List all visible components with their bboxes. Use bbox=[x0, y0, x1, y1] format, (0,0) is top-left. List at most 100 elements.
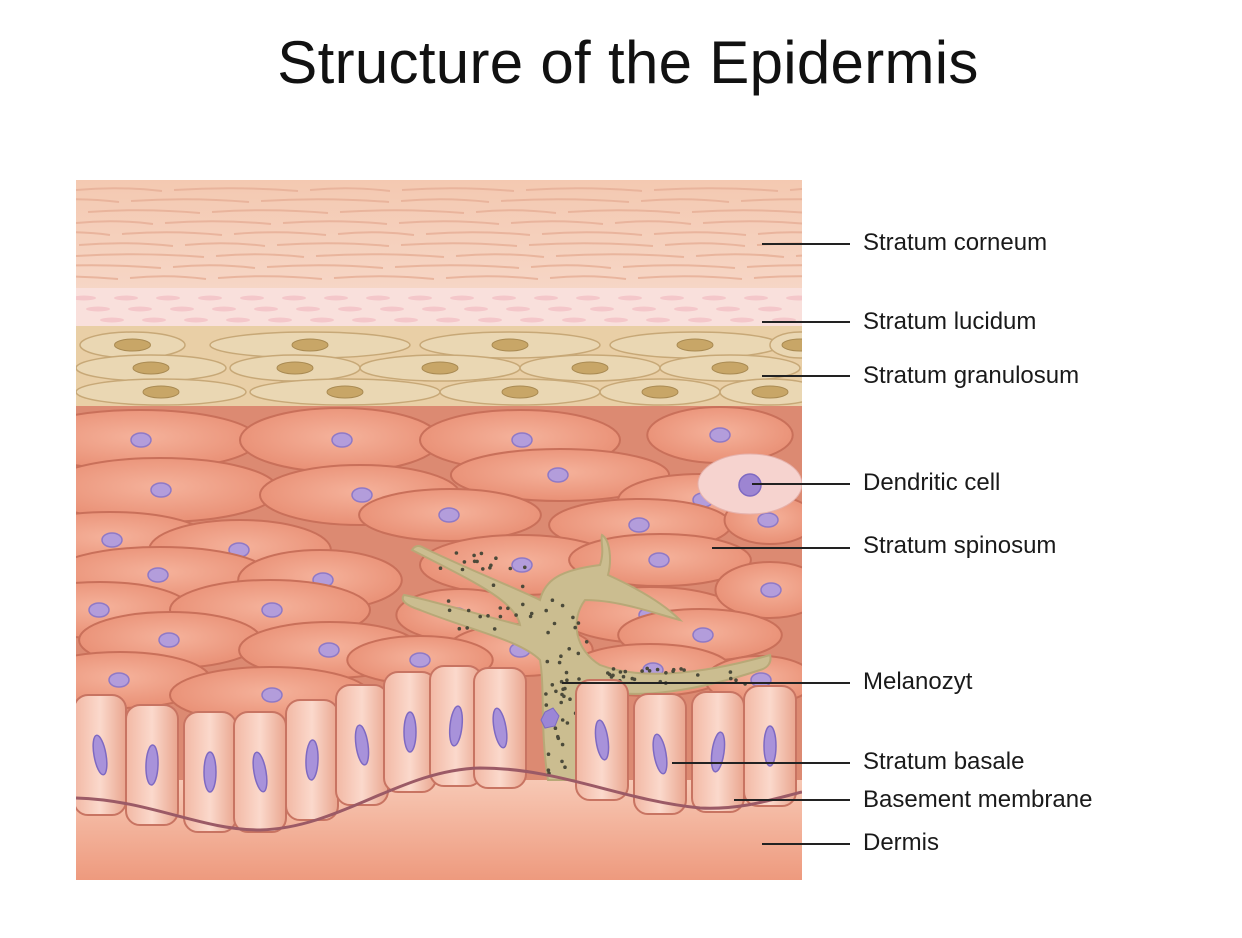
basale-cell bbox=[743, 685, 797, 807]
melanin-granule bbox=[521, 602, 525, 607]
lucidum-mark bbox=[282, 295, 306, 301]
granulosum-cell bbox=[209, 331, 411, 359]
melanin-granule bbox=[568, 697, 572, 701]
corneum-flake bbox=[76, 187, 163, 192]
melanin-granule bbox=[577, 677, 581, 681]
lucidum-mark bbox=[716, 306, 740, 312]
lucidum-mark bbox=[464, 306, 488, 312]
basale-cell bbox=[183, 711, 237, 833]
melanin-granule bbox=[564, 670, 569, 675]
corneum-flake bbox=[740, 198, 802, 202]
melanin-granule bbox=[655, 667, 660, 672]
melanin-granule bbox=[546, 768, 551, 772]
melanin-granule bbox=[671, 667, 676, 672]
corneum-flake bbox=[445, 275, 539, 280]
lucidum-mark bbox=[492, 295, 516, 301]
granulosum-cell bbox=[719, 378, 802, 406]
melanin-granule bbox=[462, 560, 467, 564]
corneum-flake bbox=[398, 220, 500, 225]
melanin-granule bbox=[479, 551, 484, 556]
melanin-granule bbox=[545, 659, 550, 664]
melanin-granule bbox=[573, 625, 577, 630]
granulosum-cell bbox=[249, 378, 441, 406]
lucidum-mark bbox=[114, 295, 138, 301]
granulosum-cell bbox=[76, 378, 247, 406]
corneum-flake bbox=[664, 242, 746, 247]
label-stratum-corneum: Stratum corneum bbox=[863, 229, 1048, 256]
lucidum-mark bbox=[786, 295, 802, 301]
granulosum-cell bbox=[359, 354, 521, 382]
lucidum-mark bbox=[702, 295, 726, 301]
lucidum-mark bbox=[296, 306, 320, 312]
melanin-granule bbox=[492, 627, 497, 631]
lucidum-mark bbox=[100, 317, 124, 323]
stratum-basale-cells bbox=[76, 665, 797, 833]
lucidum-mark bbox=[86, 306, 110, 312]
granulosum-cell bbox=[419, 331, 601, 359]
lucidum-mark bbox=[548, 306, 572, 312]
corneum-flake bbox=[637, 275, 743, 280]
label-stratum-lucidum: Stratum lucidum bbox=[863, 308, 1037, 335]
lucidum-mark bbox=[632, 306, 656, 312]
corneum-flake bbox=[276, 242, 390, 247]
corneum-flake bbox=[76, 211, 77, 213]
melanin-granule bbox=[621, 674, 626, 679]
corneum-flake bbox=[309, 187, 391, 192]
melanin-granule bbox=[561, 687, 565, 691]
corneum-flake bbox=[394, 264, 520, 269]
melanin-granule bbox=[481, 567, 485, 571]
basale-cell bbox=[633, 693, 687, 815]
granulosum-cell bbox=[609, 331, 781, 359]
melanin-granule bbox=[640, 669, 644, 673]
granulosum-cell bbox=[79, 331, 186, 359]
melanin-granule bbox=[556, 736, 561, 741]
melanin-granule bbox=[560, 603, 565, 608]
basale-cell bbox=[335, 684, 389, 806]
corneum-flake bbox=[173, 187, 299, 192]
lucidum-mark bbox=[240, 295, 264, 301]
melanin-granule bbox=[546, 752, 551, 756]
label-dermis: Dermis bbox=[863, 829, 939, 856]
lucidum-mark bbox=[674, 306, 698, 312]
melanin-granule bbox=[607, 672, 612, 677]
corneum-flake bbox=[315, 253, 445, 258]
basale-cell bbox=[691, 691, 745, 813]
melanin-granule bbox=[544, 692, 548, 696]
corneum-flake bbox=[337, 231, 415, 236]
lucidum-mark bbox=[534, 295, 558, 301]
lucidum-mark bbox=[604, 317, 628, 323]
lucidum-mark bbox=[576, 295, 600, 301]
melanin-granule bbox=[567, 647, 571, 651]
basale-cell bbox=[383, 671, 437, 793]
lucidum-mark bbox=[352, 317, 376, 323]
corneum-flake bbox=[500, 198, 630, 203]
lucidum-mark bbox=[128, 306, 152, 312]
lucidum-mark bbox=[338, 306, 362, 312]
melanin-granule bbox=[560, 718, 565, 722]
granulosum-cell bbox=[229, 354, 361, 382]
spinosum-cell bbox=[76, 457, 280, 523]
melanin-granule bbox=[554, 689, 558, 694]
corneum-flake bbox=[702, 220, 802, 225]
lucidum-mark bbox=[142, 317, 166, 323]
page-title: Structure of the Epidermis bbox=[277, 29, 979, 96]
lucidum-mark bbox=[380, 306, 404, 312]
lucidum-pattern bbox=[76, 295, 802, 323]
melanin-granule bbox=[559, 654, 563, 658]
corneum-flake bbox=[691, 209, 802, 214]
melanin-granule bbox=[611, 673, 615, 678]
granulosum-cell bbox=[519, 354, 661, 382]
melanin-granule bbox=[465, 626, 470, 630]
lucidum-mark bbox=[450, 295, 474, 301]
melanin-granule bbox=[560, 692, 564, 697]
melanin-granule bbox=[682, 668, 686, 672]
melanin-granule bbox=[563, 765, 567, 769]
corneum-flake bbox=[400, 242, 518, 247]
melanin-granule bbox=[584, 640, 589, 644]
stratum-corneum-layer bbox=[76, 180, 802, 290]
melanin-granule bbox=[520, 584, 525, 589]
lucidum-mark bbox=[744, 295, 768, 301]
corneum-flake bbox=[130, 198, 250, 203]
lucidum-mark bbox=[366, 295, 390, 301]
